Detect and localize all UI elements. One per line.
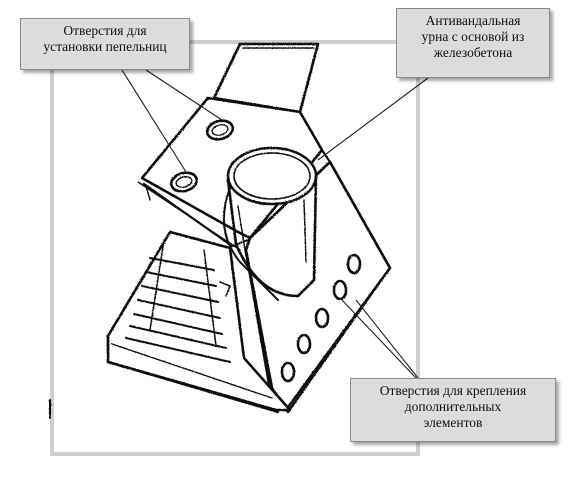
- urn-sketch: [49, 42, 392, 419]
- callout-line: Антивандальная: [425, 13, 521, 28]
- callout-line: Отверстия для: [63, 23, 147, 38]
- callout-mount-holes: Отверстия для крепления дополнительных э…: [350, 378, 556, 442]
- callout-line: железобетона: [433, 45, 513, 60]
- callout-line: элементов: [423, 415, 483, 430]
- ashtray-holes: [169, 119, 235, 193]
- leader-lines: [121, 69, 429, 379]
- callout-line: урна с основой из: [421, 29, 525, 44]
- callout-ashtray-holes: Отверстия для установки пепельниц: [20, 18, 190, 70]
- stepped-ribs: [125, 239, 231, 363]
- urn-cylinder: [222, 146, 318, 301]
- callout-line: дополнительных: [404, 399, 502, 414]
- mounting-holes: [280, 253, 362, 383]
- callout-line: установки пепельниц: [43, 39, 167, 54]
- callout-urn: Антивандальная урна с основой из железоб…: [396, 8, 550, 78]
- callout-line: Отверстия для крепления: [379, 383, 527, 398]
